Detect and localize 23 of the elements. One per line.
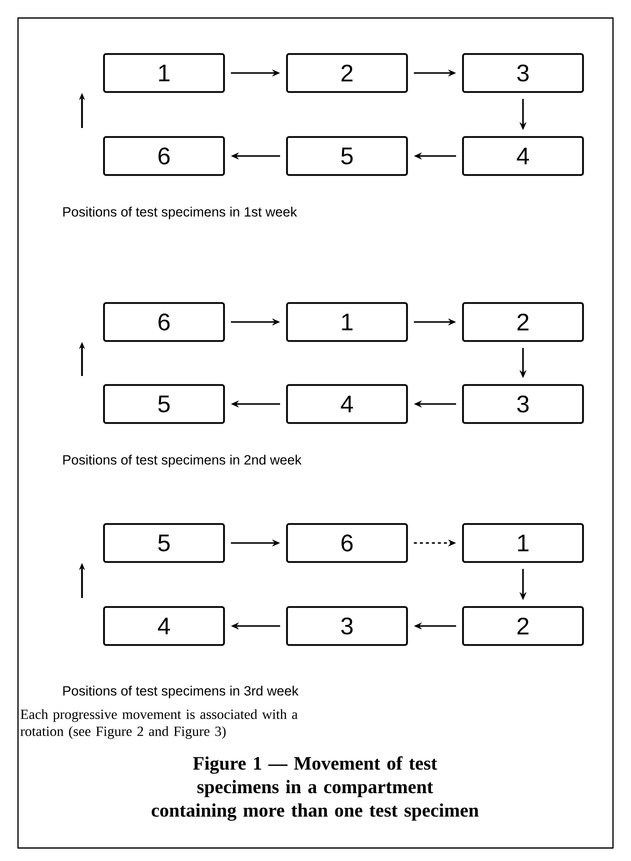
position-box: 2 <box>462 302 584 342</box>
panel-caption: Positions of test specimens in 3rd week <box>63 686 299 698</box>
position-box: 5 <box>103 384 225 424</box>
position-box: 3 <box>462 384 584 424</box>
position-box: 6 <box>103 136 225 176</box>
panel-caption: Positions of test specimens in 1st week <box>63 206 298 220</box>
position-box: 3 <box>462 53 584 93</box>
position-box: 4 <box>103 606 225 646</box>
position-box: 6 <box>286 523 408 563</box>
position-box: 5 <box>286 136 408 176</box>
panel-caption: Positions of test specimens in 2nd week <box>63 454 302 468</box>
position-box: 2 <box>462 606 584 646</box>
position-box: 3 <box>286 606 408 646</box>
position-box: 6 <box>103 302 225 342</box>
figure-caption: Figure 1 — Movement of test specimens in a compartment containing more than one test specimen <box>152 756 479 821</box>
position-box: 4 <box>286 384 408 424</box>
position-box: 2 <box>286 53 408 93</box>
note-text: Each progressive movement is associated with a rotation (see Figure 2 and Figure 3) <box>20 709 298 739</box>
position-box: 4 <box>462 136 584 176</box>
position-box: 1 <box>103 53 225 93</box>
position-box: 1 <box>286 302 408 342</box>
position-box: 1 <box>462 523 584 563</box>
position-box: 5 <box>103 523 225 563</box>
